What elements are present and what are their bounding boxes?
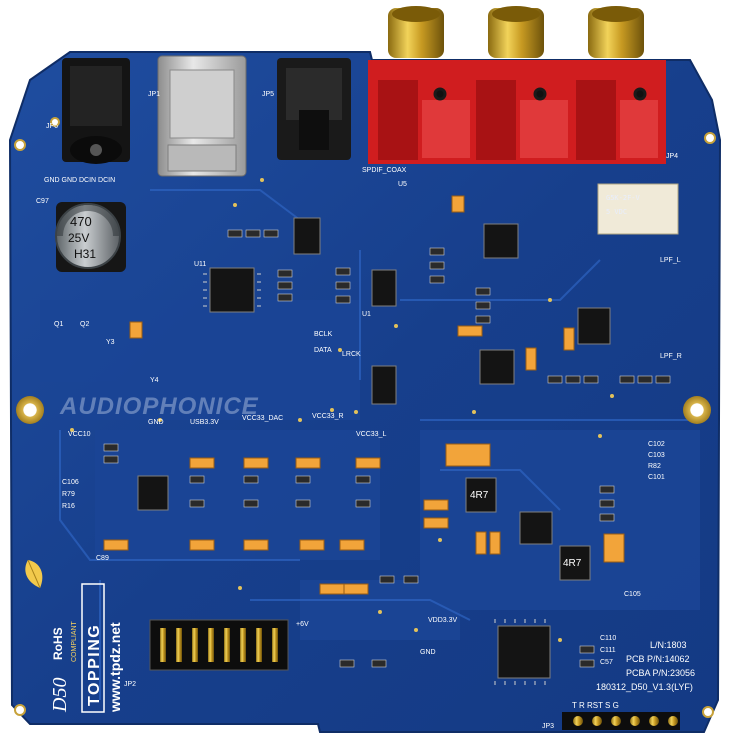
- label-usb33: USB3.3V: [190, 419, 219, 426]
- label-jp6: JP6: [46, 123, 58, 130]
- tantalum-capacitors: [103, 195, 625, 595]
- label-bclk: BCLK: [314, 331, 333, 338]
- ic-pins: [203, 273, 546, 685]
- svg-text:5 VDC: 5 VDC: [606, 208, 627, 216]
- rca-jack-block: [368, 6, 666, 164]
- label-gnd-dcin: GND GND DCIN DCIN: [44, 177, 115, 184]
- label-jp2: JP2: [124, 681, 136, 688]
- usb-b-connector: [157, 55, 247, 177]
- label-c89: C89: [96, 555, 109, 562]
- label-vcc33-l: VCC33_L: [356, 431, 386, 438]
- smd-resistor-array: [103, 229, 671, 668]
- label-c106: C106: [62, 479, 79, 486]
- cap-value-text: 470: [70, 214, 92, 229]
- label-u11: U11: [194, 261, 206, 268]
- info-pcb: PCB P/N:14062: [626, 654, 690, 664]
- label-jp3-pins: T R RST S G: [572, 701, 619, 710]
- label-gnd1: GND: [148, 419, 164, 426]
- board-info-block: L/N:1803 PCB P/N:14062 PCBA P/N:23056 18…: [596, 640, 695, 692]
- label-y3: Y3: [106, 339, 115, 346]
- label-jp5: JP5: [262, 91, 274, 98]
- label-jp3: JP3: [542, 723, 554, 730]
- relay-component: G5K-2F-V 5 VDC: [597, 183, 679, 235]
- pin-header-jp2: [149, 619, 289, 671]
- label-c101: C101: [648, 474, 665, 481]
- label-spdif-coax: SPDIF_COAX: [362, 167, 407, 174]
- watermark-text: AUDIOPHONICE: [59, 393, 259, 420]
- label-c97: C97: [36, 198, 49, 205]
- inductor-label-1: 4R7: [470, 490, 489, 501]
- label-c57: C57: [600, 659, 613, 666]
- svg-text:G5K-2F-V: G5K-2F-V: [606, 194, 641, 202]
- logo-brand: TOPPING: [86, 624, 103, 706]
- label-gnd2: GND: [420, 649, 436, 656]
- label-c105: C105: [624, 591, 641, 598]
- info-pcba: PCBA P/N:23056: [626, 668, 695, 678]
- logo-model: D50: [49, 678, 71, 713]
- inductor-label-2: 4R7: [563, 558, 582, 569]
- label-data: DATA: [314, 347, 332, 354]
- label-r79: R79: [62, 491, 75, 498]
- label-lpf-r: LPF_R: [660, 353, 682, 360]
- info-ln: L/N:1803: [650, 640, 687, 650]
- label-lrck: LRCK: [342, 351, 361, 358]
- info-rev: 180312_D50_V1.3(LYF): [596, 682, 693, 692]
- logo-url: www.tpdz.net: [107, 622, 123, 713]
- label-q2: Q2: [80, 321, 89, 328]
- label-vdd33: VDD3.3V: [428, 617, 458, 624]
- logo-compliant: COMPLIANT: [71, 620, 78, 662]
- dc-power-jack: [62, 58, 130, 164]
- label-jp4: JP4: [666, 153, 678, 160]
- integrated-circuits: [137, 217, 611, 679]
- mounting-holes: [14, 117, 716, 718]
- logo-rohs: RoHS: [51, 627, 65, 660]
- label-q1: Q1: [54, 321, 63, 328]
- label-r82: R82: [648, 463, 661, 470]
- label-lpf-l: LPF_L: [660, 257, 681, 264]
- electrolytic-capacitor: 470 25V H31: [55, 202, 126, 272]
- label-vcc33-dac: VCC33_DAC: [242, 415, 283, 422]
- trace-lines: [59, 189, 700, 700]
- label-y4: Y4: [150, 377, 159, 384]
- label-c103: C103: [648, 452, 665, 459]
- vias: [70, 178, 614, 642]
- label-6v: +6V: [296, 621, 309, 628]
- cap-voltage-text: 25V: [68, 231, 89, 245]
- rohs-leaf-icon: [25, 559, 43, 589]
- label-c102: C102: [648, 441, 665, 448]
- optical-input: [277, 58, 351, 160]
- label-vcc10: VCC10: [68, 431, 91, 438]
- pin-header-jp3: [562, 712, 680, 730]
- cap-code-text: H31: [74, 247, 96, 261]
- label-vcc33-r: VCC33_R: [312, 413, 344, 420]
- label-c110: C110: [600, 635, 616, 642]
- label-c111: C111: [600, 647, 616, 654]
- label-jp1: JP1: [148, 91, 160, 98]
- label-r16: R16: [62, 503, 75, 510]
- brand-logo-block: D50 RoHS COMPLIANT TOPPING www.tpdz.net: [49, 583, 123, 713]
- label-u1: U1: [362, 311, 371, 318]
- silkscreen-labels: JP6 JP1 JP5 JP4 JP2 JP3 GND GND DCIN DCI…: [36, 91, 682, 730]
- label-u5: U5: [398, 181, 407, 188]
